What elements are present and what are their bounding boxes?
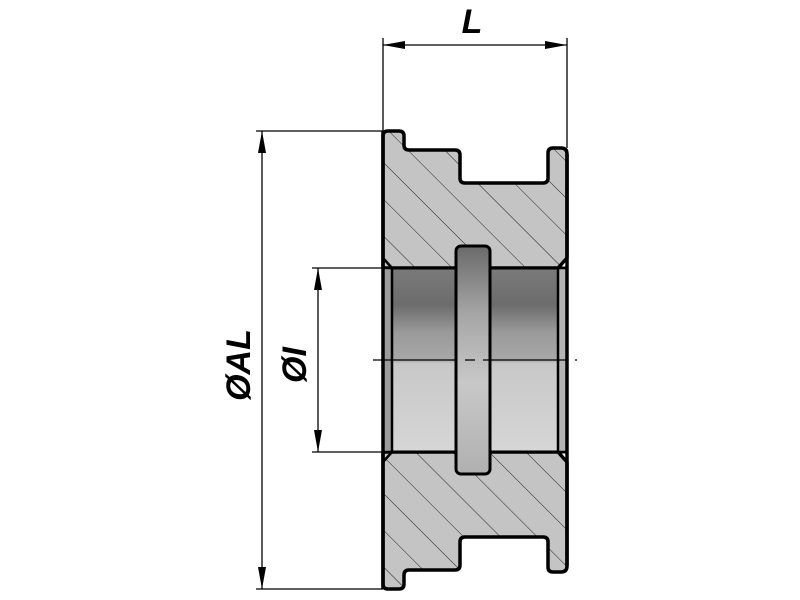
upper-section [381, 129, 569, 270]
outer-diameter-label: ØAL [220, 329, 258, 401]
inner-diameter-label: ØI [276, 346, 314, 383]
inner-diameter-dimension [312, 267, 383, 453]
outer-diameter-dimension [256, 130, 383, 590]
length-dimension [382, 38, 568, 148]
length-label: L [462, 3, 483, 41]
lower-section [381, 450, 569, 591]
